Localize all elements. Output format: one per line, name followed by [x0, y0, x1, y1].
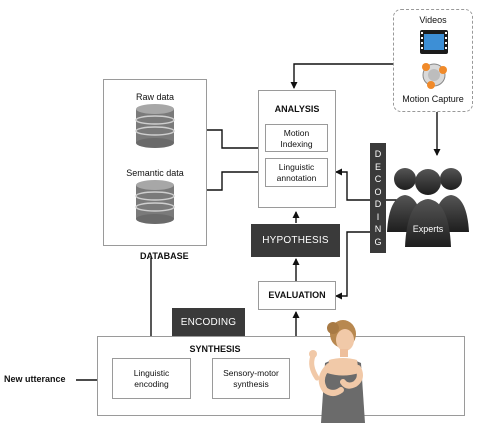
decoding-label: D E C O D I N G: [370, 143, 386, 253]
synthesis-title: SYNTHESIS: [189, 344, 241, 354]
database-title: DATABASE: [140, 251, 189, 261]
linguistic-annotation-box: Linguistic annotation: [265, 158, 328, 187]
linguistic-encoding-box: Linguistic encoding: [112, 358, 191, 399]
film-icon: [420, 30, 448, 54]
new-utterance-label: New utterance: [4, 374, 66, 384]
decoding-letter: C: [374, 174, 382, 184]
decoding-letter: D: [374, 199, 382, 209]
motion-indexing-box: Motion Indexing: [265, 124, 328, 152]
videos-label: Videos: [419, 15, 447, 25]
avatar-figure: [309, 320, 365, 423]
motion-capture-label: Motion Capture: [402, 94, 464, 104]
semantic-data-db-icon: [135, 180, 175, 224]
evaluation-label: EVALUATION: [268, 290, 326, 300]
sensory-motor-synthesis-box: Sensory-motor synthesis: [212, 358, 290, 399]
decoding-letter: I: [376, 211, 380, 222]
semantic-data-label: Semantic data: [126, 168, 184, 178]
decoding-letter: E: [374, 161, 381, 172]
encoding-box: ENCODING: [172, 308, 245, 337]
decoding-letter: G: [374, 236, 382, 247]
videos-capture-box: [393, 9, 473, 112]
decoding-letter: O: [374, 186, 382, 197]
motion-capture-icon: [422, 63, 447, 89]
decoding-letter: N: [374, 224, 382, 234]
experts-label: Experts: [412, 224, 444, 234]
raw-data-db-icon: [135, 104, 175, 148]
decoding-letter: D: [374, 149, 382, 159]
experts-icon: [387, 168, 469, 247]
evaluation-box: [258, 281, 336, 310]
decoding-bar: [370, 143, 386, 253]
hypothesis-box: HYPOTHESIS: [251, 224, 340, 257]
raw-data-label: Raw data: [135, 92, 175, 102]
analysis-title: ANALYSIS: [274, 104, 320, 114]
